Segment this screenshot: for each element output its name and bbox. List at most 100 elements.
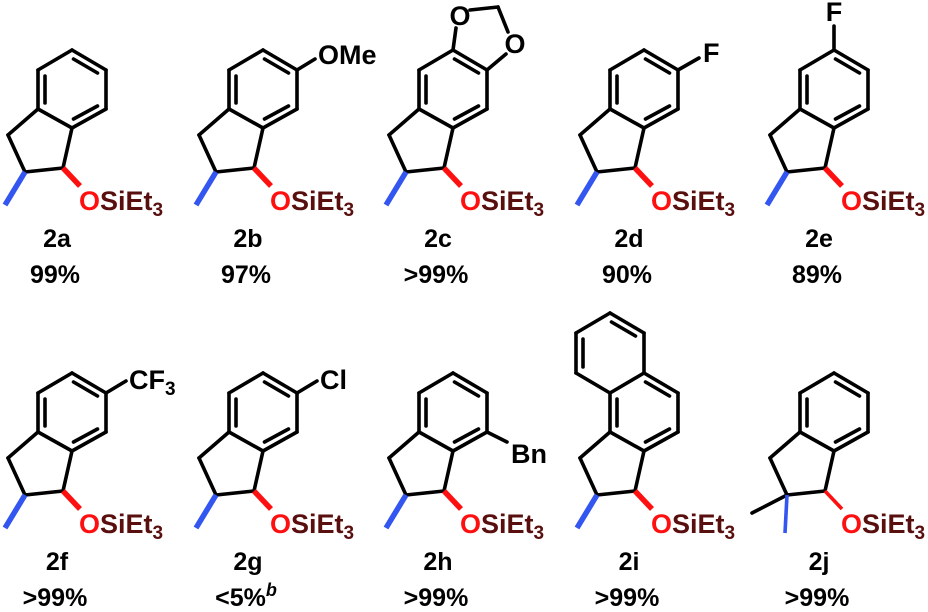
silyl-label: SiEt bbox=[100, 186, 153, 216]
compound-yield: >99% bbox=[404, 261, 469, 289]
silyl-label: SiEt bbox=[481, 509, 534, 539]
subscript: 3 bbox=[725, 523, 736, 544]
ring-bond bbox=[608, 107, 646, 130]
subscript: 3 bbox=[534, 523, 545, 544]
yield-value: >99% bbox=[23, 584, 88, 612]
oxygen-bond bbox=[442, 489, 463, 511]
subscript: 3 bbox=[915, 523, 926, 544]
ring-bond bbox=[387, 133, 408, 174]
double-bond-inner bbox=[833, 104, 862, 121]
double-bond-inner bbox=[643, 57, 672, 75]
ring-bond bbox=[574, 371, 612, 395]
ring-bond bbox=[404, 489, 446, 497]
ring-bond bbox=[23, 489, 65, 497]
silyl-label: SiEt bbox=[862, 509, 915, 539]
subscript: 3 bbox=[344, 523, 355, 544]
fluoro-label: F bbox=[703, 38, 720, 68]
substituent-bond bbox=[295, 57, 317, 72]
yield-value: >99% bbox=[785, 584, 850, 612]
ring-bond bbox=[70, 48, 108, 72]
ring-bond bbox=[197, 430, 231, 460]
silyl-label: SiEt bbox=[672, 186, 725, 216]
yield-value: >99% bbox=[595, 584, 660, 612]
yield-value: >99% bbox=[404, 261, 469, 289]
ring-bond bbox=[768, 430, 802, 460]
compound-id: 2c bbox=[424, 225, 452, 253]
ring-bond bbox=[768, 107, 802, 137]
ring-bond bbox=[595, 489, 637, 497]
ring-bond bbox=[595, 166, 637, 174]
cf-text: CF bbox=[129, 365, 165, 395]
methyl-bond-blue bbox=[783, 494, 789, 534]
silyl-label: SiEt bbox=[100, 509, 153, 539]
subscript: 3 bbox=[344, 200, 355, 221]
ring-bond bbox=[36, 430, 74, 453]
compound-id: 2f bbox=[46, 548, 69, 576]
methoxy-label: OMe bbox=[318, 40, 377, 70]
compound-id: 2e bbox=[805, 225, 833, 253]
subscript: 3 bbox=[725, 200, 736, 221]
silyl-label: SiEt bbox=[291, 186, 344, 216]
methyl-bond-blue bbox=[2, 170, 28, 207]
double-bond-inner bbox=[262, 57, 291, 75]
ring-bond bbox=[608, 48, 646, 72]
dioxole-oxygen: O bbox=[449, 1, 470, 31]
dioxole-bond bbox=[485, 52, 508, 72]
double-bond-inner bbox=[643, 104, 672, 121]
double-bond-inner bbox=[262, 104, 291, 121]
compound-yield: 90% bbox=[602, 261, 652, 289]
ring-bond bbox=[61, 449, 74, 493]
double-bond-inner bbox=[452, 104, 481, 121]
subscript: 3 bbox=[915, 200, 926, 221]
ring-bond bbox=[608, 371, 646, 395]
yield-value: 97% bbox=[221, 261, 271, 289]
dioxole-bond bbox=[496, 5, 510, 34]
compound-yield: >99% bbox=[404, 584, 469, 612]
compound-id: 2b bbox=[233, 225, 262, 253]
ring-bond bbox=[387, 456, 408, 497]
yield-value: 99% bbox=[30, 261, 80, 289]
oxygen-atom: O bbox=[460, 186, 481, 216]
double-bond-inner bbox=[833, 57, 862, 75]
ring-bond bbox=[252, 449, 265, 493]
oxygen-bond bbox=[252, 166, 273, 188]
ring-bond bbox=[642, 371, 680, 395]
compound-id: 2j bbox=[809, 548, 830, 576]
double-bond-inner bbox=[833, 427, 862, 444]
ring-bond bbox=[451, 430, 489, 453]
ring-bond bbox=[36, 371, 74, 395]
osiet3-group: OSiEt3 bbox=[270, 186, 354, 221]
ring-bond bbox=[70, 107, 108, 130]
ring-bond bbox=[785, 489, 827, 497]
oxygen-atom: O bbox=[651, 186, 672, 216]
subscript: 3 bbox=[165, 379, 176, 400]
compound-id: 2h bbox=[423, 548, 452, 576]
compound-id: 2g bbox=[233, 548, 262, 576]
footnote-marker: b bbox=[266, 580, 277, 600]
ring-bond bbox=[451, 107, 489, 130]
substituent-bond bbox=[676, 56, 701, 72]
oxygen-atom: O bbox=[841, 186, 862, 216]
substituent-bond bbox=[104, 379, 128, 395]
oxygen-bond bbox=[633, 166, 654, 188]
double-bond-inner bbox=[609, 320, 638, 338]
ring-bond bbox=[451, 371, 489, 395]
ring-bond bbox=[404, 166, 446, 174]
ring-bond bbox=[227, 430, 265, 453]
double-bond-inner bbox=[452, 380, 481, 398]
osiet3-group: OSiEt3 bbox=[841, 186, 925, 221]
oxygen-atom: O bbox=[79, 509, 100, 539]
ring-bond bbox=[197, 456, 218, 497]
double-bond-inner bbox=[71, 427, 100, 444]
silyl-label: SiEt bbox=[672, 509, 725, 539]
compound-2b: OSiEt3 OMe 2b 97% bbox=[193, 40, 377, 289]
methyl-bond-blue bbox=[193, 493, 219, 530]
ring-bond bbox=[70, 371, 108, 395]
ring-bond bbox=[798, 48, 836, 72]
